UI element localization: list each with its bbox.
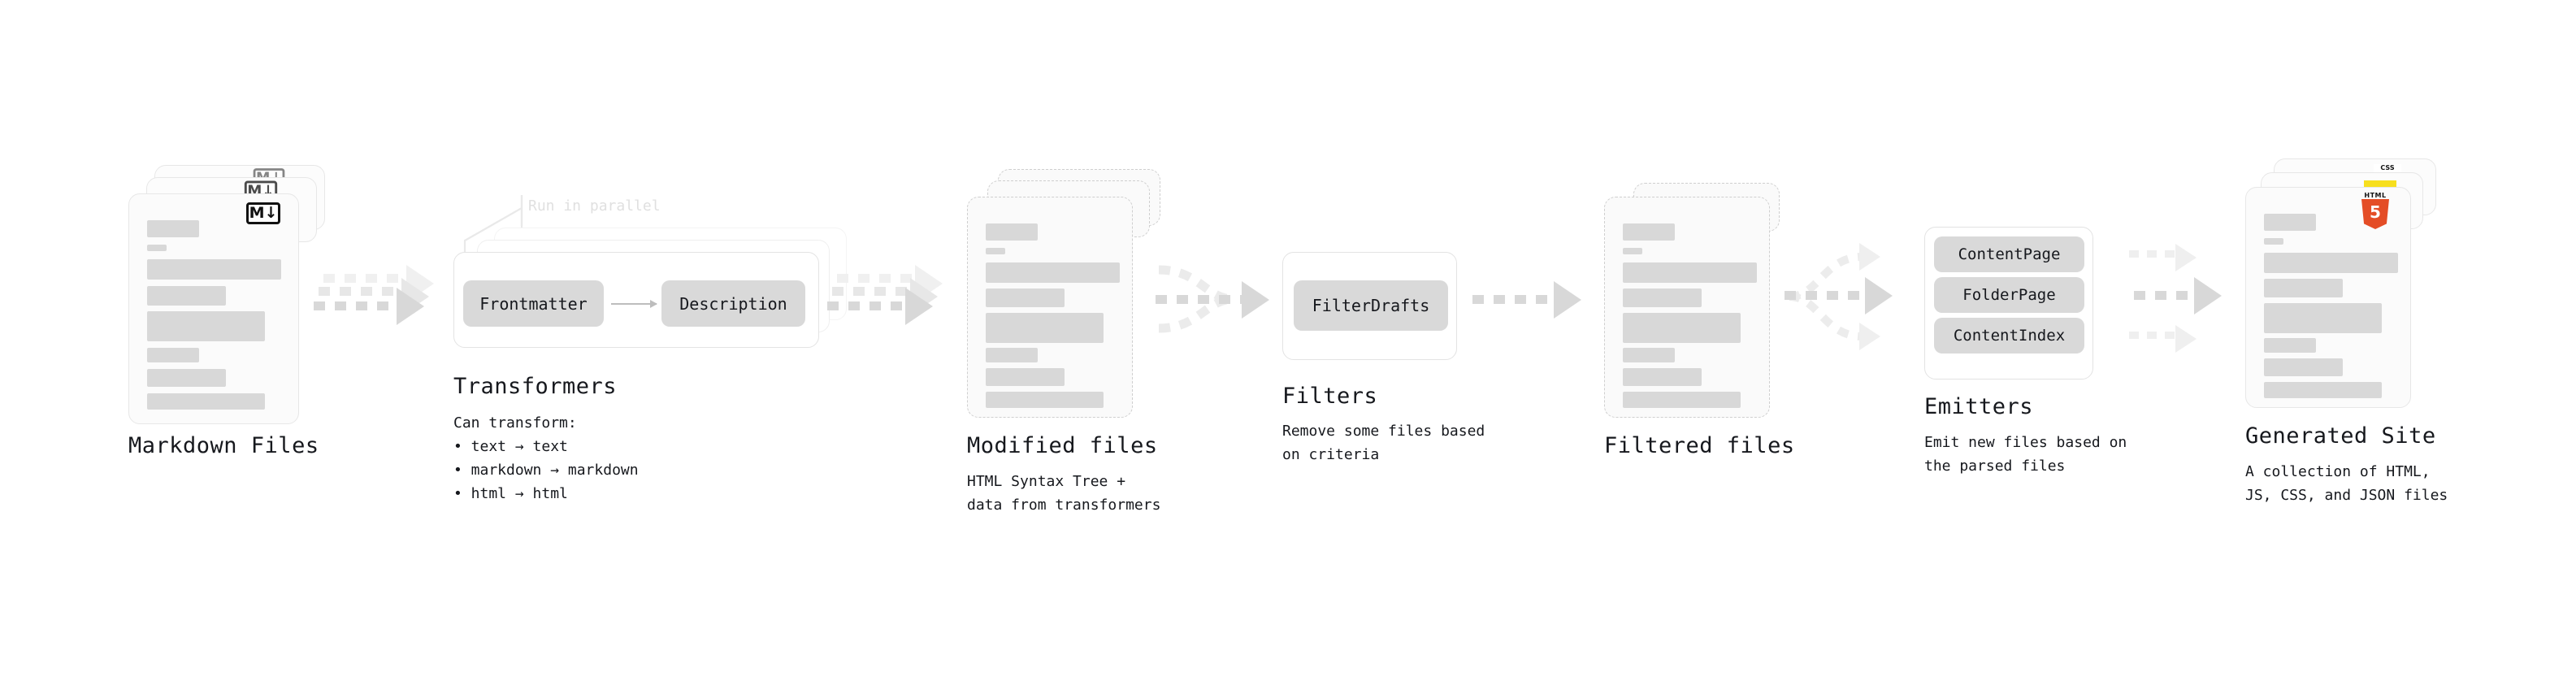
arrow-head: [2175, 325, 2197, 353]
transformer-inner-arrow: [611, 300, 657, 308]
skeleton-bar: [147, 259, 281, 280]
skeleton-bar: [986, 262, 1120, 283]
skeleton-bar: [986, 248, 1005, 254]
skeleton-bar: [2264, 253, 2398, 273]
transformer-pill-frontmatter[interactable]: Frontmatter: [463, 280, 604, 327]
dashed-line: [837, 274, 928, 283]
arrow-head: [2194, 277, 2222, 314]
arrow-head: [397, 288, 424, 325]
dashed-line: [1156, 295, 1253, 304]
skeleton-bar: [147, 220, 199, 237]
markdown-file-card-front: [128, 193, 299, 424]
stage-desc-filters: Remove some files based on criteria: [1282, 423, 1485, 463]
skeleton-bar: [2264, 358, 2343, 376]
dashed-line: [323, 274, 419, 283]
dashed-line: [319, 287, 414, 296]
html5-badge-label: HTML: [2364, 192, 2387, 199]
skeleton-bar: [986, 288, 1065, 307]
skeleton-bar: [986, 368, 1065, 386]
stage-title-markdown-files: Markdown Files: [128, 433, 319, 458]
skeleton-bar: [147, 393, 265, 410]
dashed-line: [2129, 250, 2179, 258]
stage-title-filters: Filters: [1282, 384, 1378, 409]
arrow-head: [1859, 323, 1880, 350]
dashed-line: [2129, 332, 2179, 339]
emitter-pill-folderpage[interactable]: FolderPage: [1934, 277, 2084, 313]
run-in-parallel-bracket: [463, 195, 523, 257]
skeleton-bar: [1623, 288, 1702, 307]
skeleton-bar: [2264, 279, 2343, 297]
skeleton-bar: [2264, 382, 2382, 398]
run-in-parallel-label: Run in parallel: [528, 197, 661, 215]
stage-title-emitters: Emitters: [1924, 394, 2034, 419]
skeleton-bar: [147, 311, 265, 341]
modified-file-card-front: [967, 197, 1133, 418]
dashed-line: [1472, 295, 1568, 304]
stage-desc-emitters: Emit new files based on the parsed files: [1924, 434, 2127, 475]
skeleton-bar: [986, 392, 1104, 408]
stage-title-filtered-files: Filtered files: [1604, 433, 1795, 458]
skeleton-bar: [1623, 262, 1757, 283]
filter-pill-filterdrafts[interactable]: FilterDrafts: [1294, 280, 1448, 331]
skeleton-bar: [2264, 214, 2316, 231]
skeleton-bar: [147, 245, 167, 251]
skeleton-bar: [986, 313, 1104, 343]
arrow-head: [2175, 244, 2197, 271]
skeleton-bar: [147, 369, 226, 387]
arrow-head: [1554, 281, 1581, 319]
html5-shield-icon: [2361, 199, 2389, 229]
html5-badge: HTML: [2359, 192, 2392, 229]
stage-desc-transformers: Can transform: • text → text • markdown …: [453, 414, 639, 502]
skeleton-bar: [1623, 223, 1675, 241]
dashed-line: [314, 301, 410, 310]
skeleton-bar: [986, 223, 1038, 241]
arrow-head: [1242, 281, 1269, 319]
transformer-pill-description[interactable]: Description: [661, 280, 805, 327]
stage-title-generated-site: Generated Site: [2245, 423, 2436, 449]
skeleton-bar: [2264, 238, 2283, 245]
dashed-line: [832, 287, 923, 296]
arrow-head: [1865, 277, 1893, 314]
skeleton-bar: [2264, 303, 2382, 333]
skeleton-bar: [1623, 248, 1642, 254]
stage-title-transformers: Transformers: [453, 374, 618, 399]
skeleton-bar: [1623, 348, 1675, 362]
stage-desc-modified-files: HTML Syntax Tree + data from transformer…: [967, 473, 1161, 514]
dashed-line: [827, 301, 918, 310]
stage-desc-generated-site: A collection of HTML, JS, CSS, and JSON …: [2245, 463, 2448, 504]
arrow-head: [905, 288, 933, 325]
skeleton-bar: [1623, 392, 1741, 408]
emitter-pill-contentindex[interactable]: ContentIndex: [1934, 318, 2084, 354]
skeleton-bar: [147, 286, 226, 306]
skeleton-bar: [2264, 338, 2316, 353]
markdown-badge: M↓: [246, 202, 280, 224]
dashed-line: [1785, 291, 1876, 300]
filtered-file-card-front: [1604, 197, 1770, 418]
stage-title-modified-files: Modified files: [967, 433, 1158, 458]
arrow-head: [1859, 243, 1880, 271]
emitter-pill-contentpage[interactable]: ContentPage: [1934, 236, 2084, 272]
skeleton-bar: [1623, 313, 1741, 343]
skeleton-bar: [986, 348, 1038, 362]
dashed-line: [2134, 291, 2197, 300]
skeleton-bar: [1623, 368, 1702, 386]
skeleton-bar: [147, 348, 199, 362]
